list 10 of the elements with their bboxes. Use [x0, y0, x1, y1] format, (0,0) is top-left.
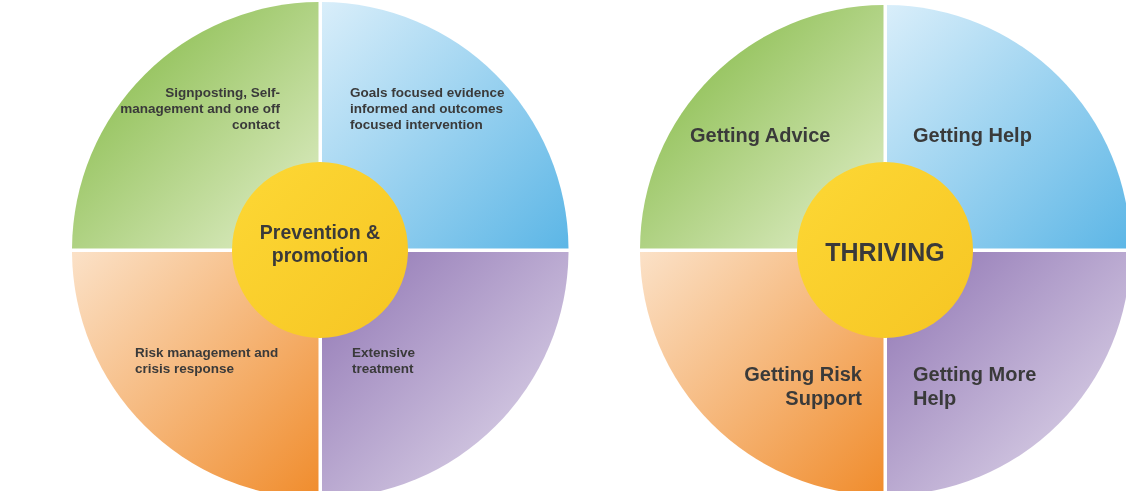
- segment-label: Getting Risk Support: [743, 362, 862, 410]
- segment-label: Signposting, Self-management and one off contact: [119, 85, 280, 134]
- segment-label: Getting Help: [913, 123, 1033, 147]
- center-label: THRIVING: [824, 237, 946, 267]
- segment-label: Extensive treatment: [352, 345, 417, 378]
- segment-label: Goals focused evidence informed and outcomes focused intervention: [350, 85, 506, 134]
- center-label: Prevention & promotion: [258, 221, 382, 268]
- segment-label: Getting More Help: [913, 362, 1038, 410]
- segment-label: Getting Advice: [690, 123, 832, 147]
- segment-label: Risk management and crisis response: [135, 345, 280, 378]
